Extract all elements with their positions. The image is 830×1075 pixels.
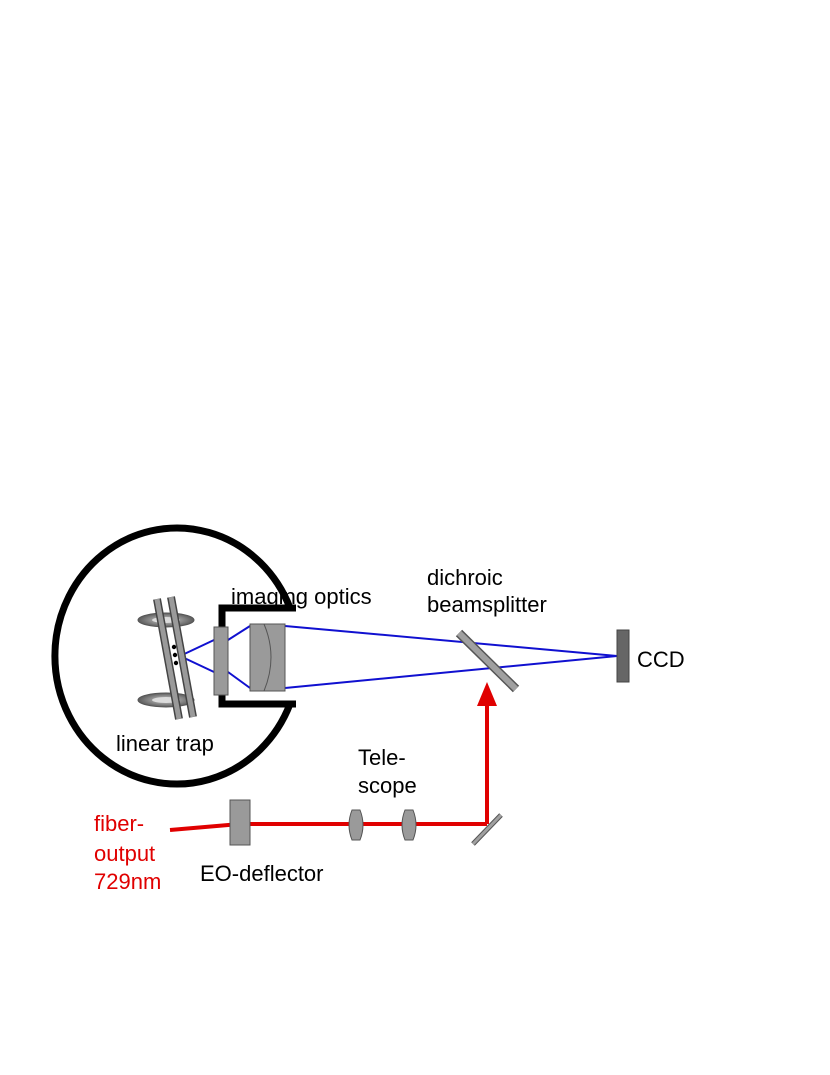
ion xyxy=(171,644,177,650)
label-eo-deflector: EO-deflector xyxy=(200,861,324,886)
label-telescope-1: Tele- xyxy=(358,745,406,770)
label-imaging-optics: imaging optics xyxy=(231,584,372,609)
label-fiber-3: 729nm xyxy=(94,869,161,894)
ion xyxy=(172,652,178,658)
laser-arrow-head xyxy=(477,682,497,706)
vacuum-chamber xyxy=(51,524,294,788)
ccd-camera xyxy=(616,629,630,683)
linear-trap xyxy=(137,596,197,720)
telescope-lens-1 xyxy=(348,809,364,841)
label-telescope-2: scope xyxy=(358,773,417,798)
imaging-objective xyxy=(249,623,286,692)
label-linear-trap: linear trap xyxy=(116,731,214,756)
label-fiber-1: fiber- xyxy=(94,811,144,836)
label-beamsplitter: beamsplitter xyxy=(427,592,547,617)
eo-deflector xyxy=(229,799,251,846)
fluorescence-beams xyxy=(179,625,618,689)
chamber-window xyxy=(213,626,229,696)
telescope-lens-2 xyxy=(401,809,417,841)
label-fiber-2: output xyxy=(94,841,155,866)
ion xyxy=(173,660,179,666)
laser-beam xyxy=(169,700,489,832)
label-ccd: CCD xyxy=(637,647,685,672)
label-dichroic: dichroic xyxy=(427,565,503,590)
